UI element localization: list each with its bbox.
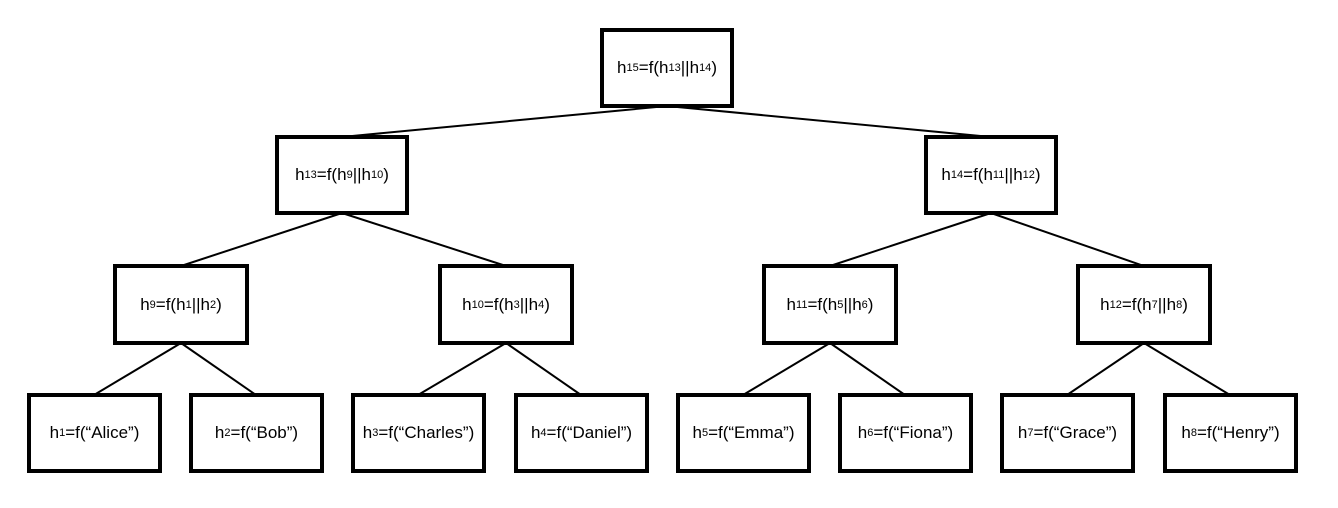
- edge-h12-h7: [1066, 342, 1145, 396]
- edge-h15-h14: [666, 105, 992, 138]
- edge-h11-h5: [742, 342, 831, 396]
- edge-h13-h10: [341, 212, 507, 267]
- edge-h10-h4: [505, 342, 582, 396]
- edge-h12-h8: [1143, 342, 1231, 396]
- edge-h11-h6: [829, 342, 906, 396]
- edge-h15-h13: [341, 105, 668, 138]
- edge-h14-h12: [990, 212, 1145, 267]
- edge-h9-h1: [93, 342, 182, 396]
- edge-h10-h3: [417, 342, 507, 396]
- edge-h14-h11: [829, 212, 992, 267]
- edge-h9-h2: [180, 342, 257, 396]
- edge-h13-h9: [180, 212, 343, 267]
